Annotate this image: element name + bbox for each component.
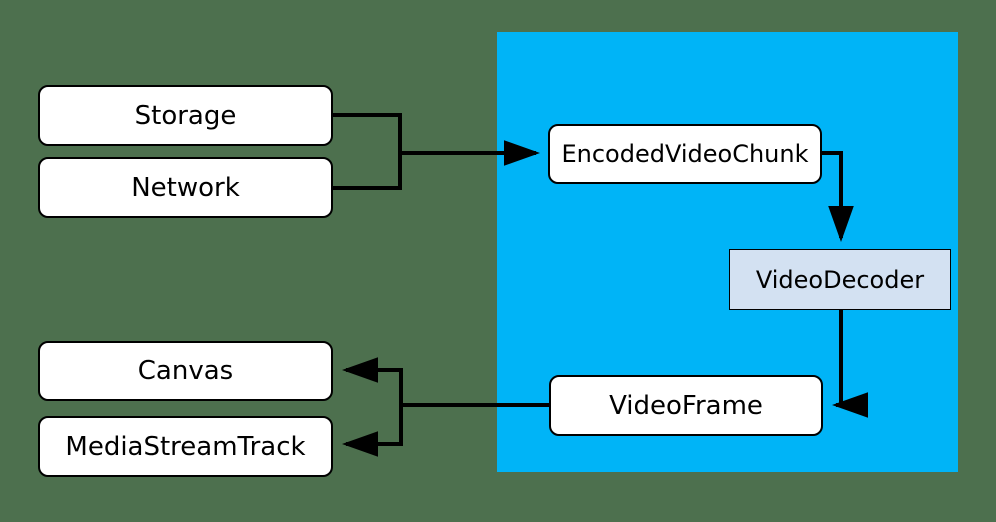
- node-storage[interactable]: Storage: [38, 85, 333, 146]
- node-media-stream-track[interactable]: MediaStreamTrack: [38, 416, 333, 477]
- edge-storage-to-chunk: [333, 113, 402, 153]
- node-storage-label: Storage: [134, 100, 237, 131]
- node-video-frame-label: VideoFrame: [609, 390, 763, 421]
- node-encoded-video-chunk-label: EncodedVideoChunk: [561, 140, 809, 168]
- node-network[interactable]: Network: [38, 157, 333, 218]
- edge-chunk-to-decoder: [822, 151, 854, 242]
- edge-frame-to-canvas: [342, 357, 403, 405]
- edge-frame-to-mediastreamtrack: [342, 405, 403, 457]
- node-canvas-label: Canvas: [137, 356, 234, 386]
- node-media-stream-track-label: MediaStreamTrack: [65, 431, 306, 462]
- node-video-frame[interactable]: VideoFrame: [549, 375, 823, 436]
- node-canvas[interactable]: Canvas: [38, 341, 333, 401]
- node-video-decoder[interactable]: VideoDecoder: [729, 249, 951, 310]
- node-video-decoder-label: VideoDecoder: [755, 265, 925, 294]
- node-encoded-video-chunk[interactable]: EncodedVideoChunk: [548, 124, 822, 184]
- edge-decoder-to-frame: [832, 310, 868, 418]
- edge-network-to-chunk: [333, 153, 402, 190]
- node-network-label: Network: [131, 172, 240, 203]
